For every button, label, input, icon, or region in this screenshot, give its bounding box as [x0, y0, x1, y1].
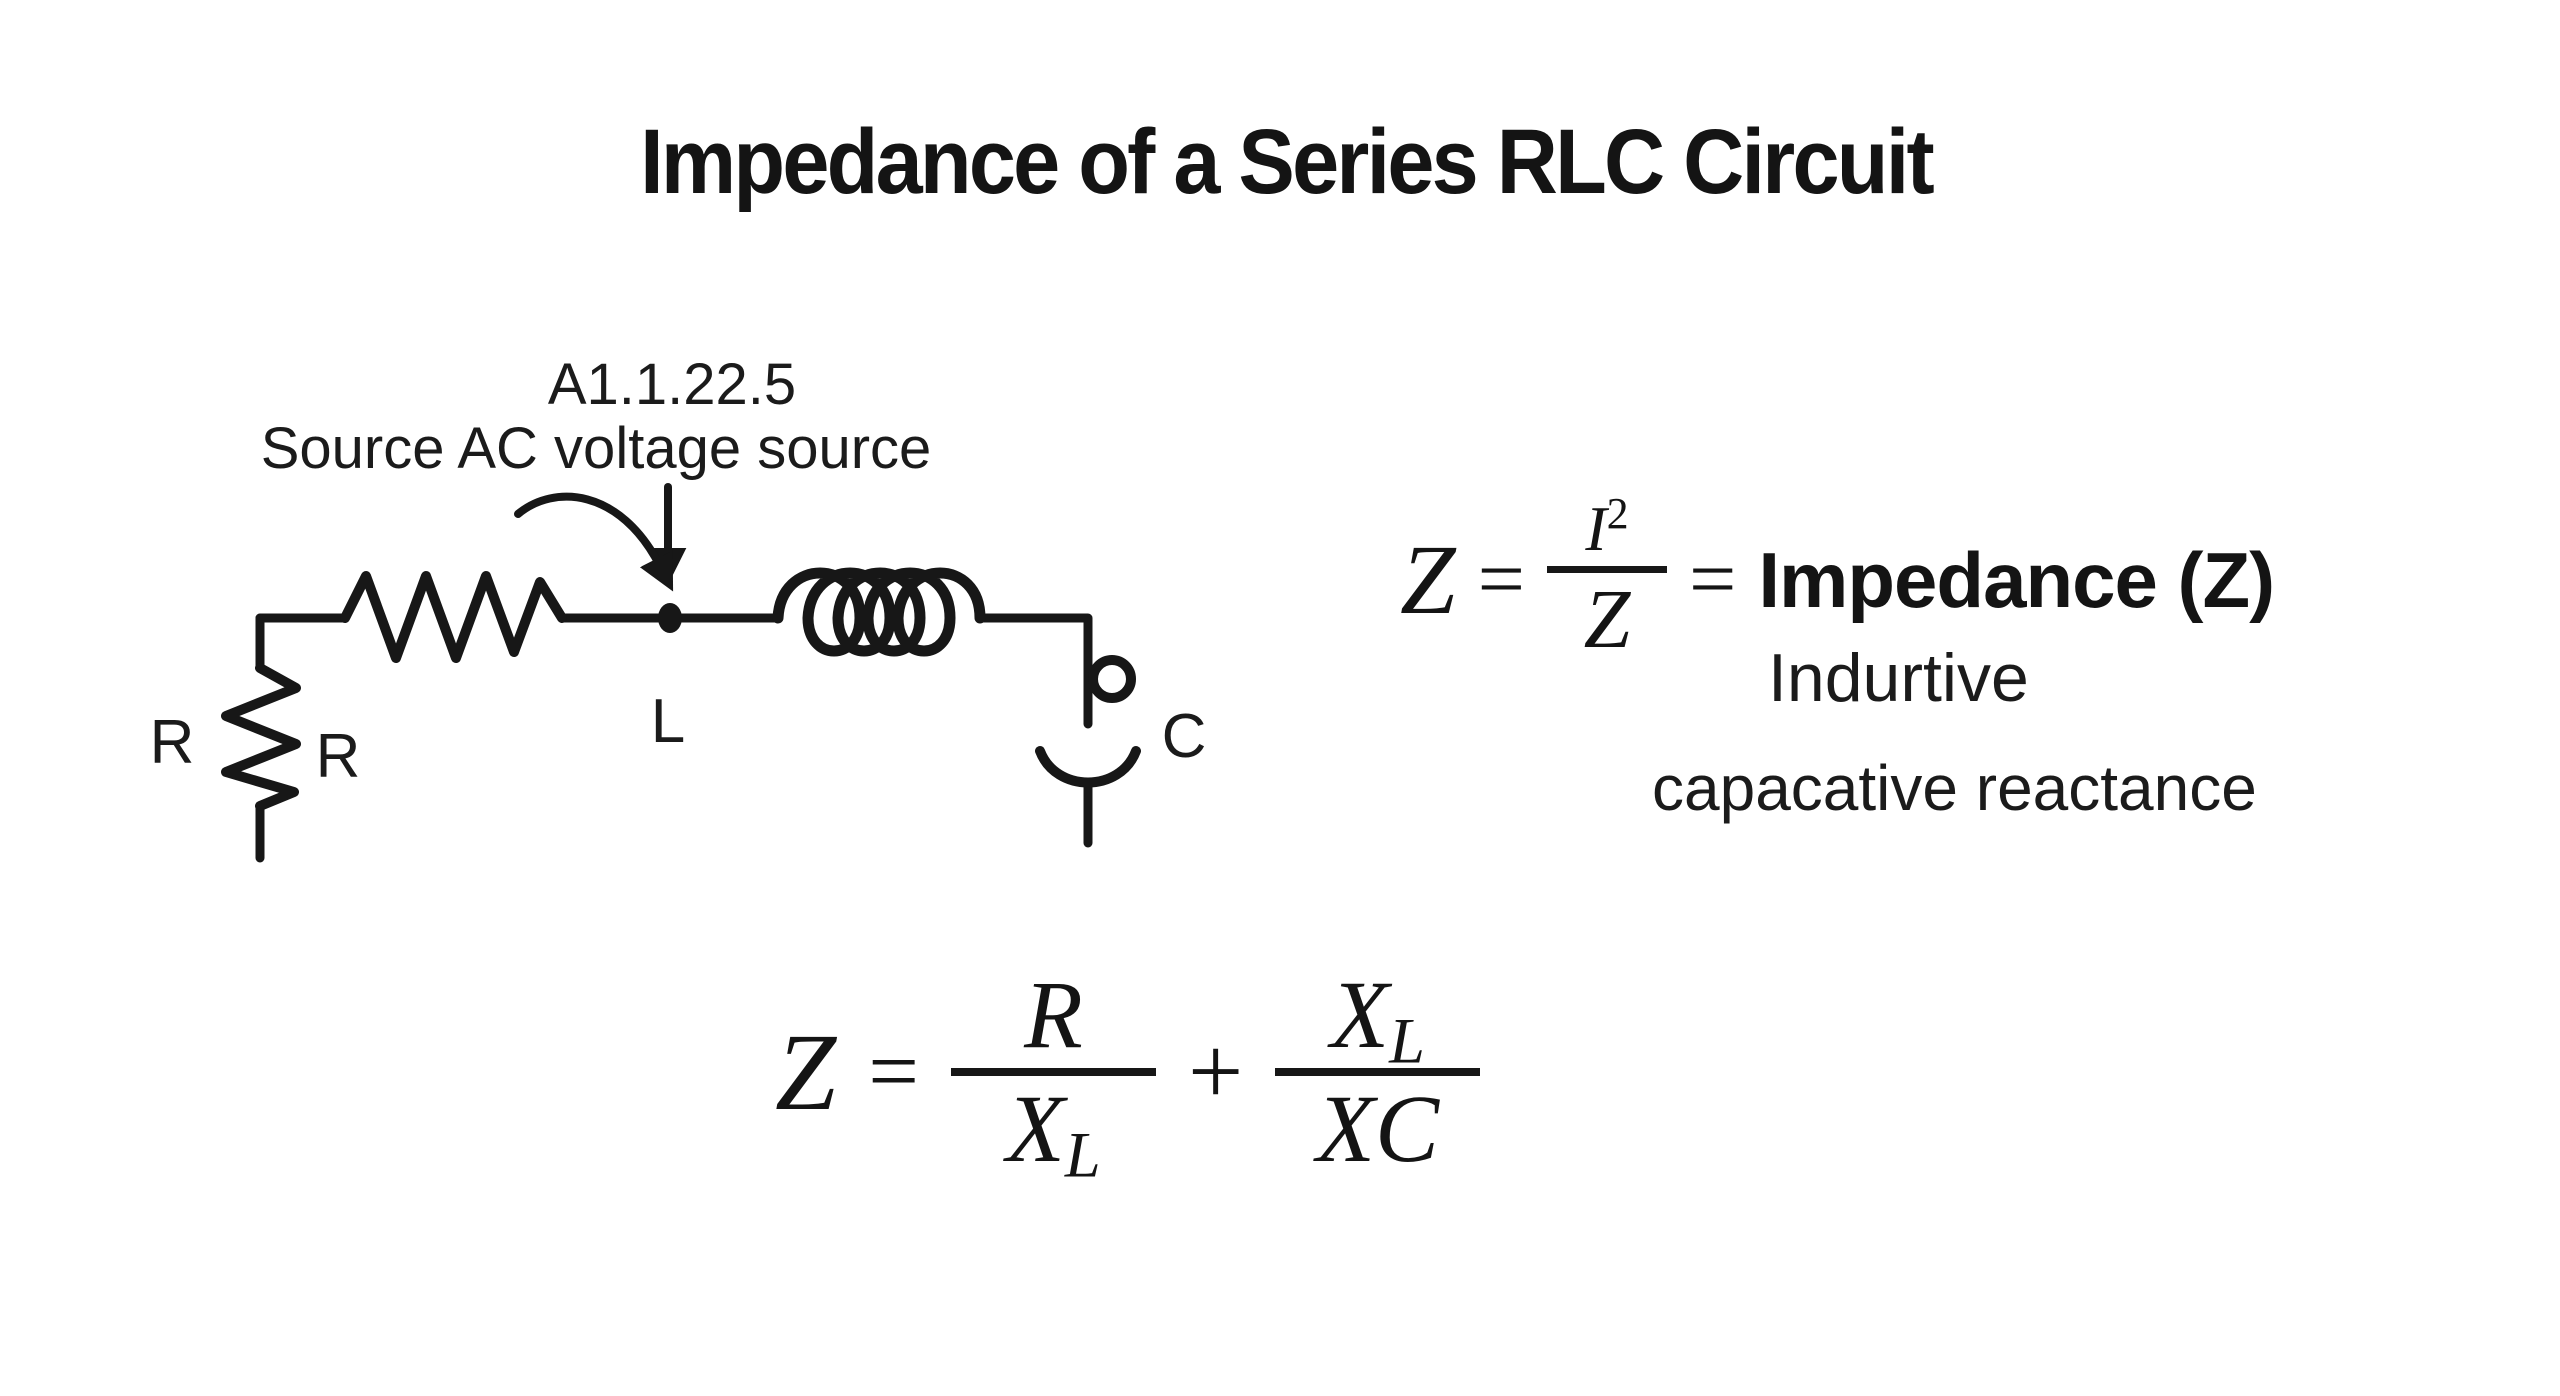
ground-symbol-right: [1041, 843, 1135, 875]
equals-sign: =: [868, 1022, 919, 1121]
fraction-bar: [950, 1068, 1156, 1076]
node-dot: [658, 603, 682, 633]
capacitor-bowl: [1035, 746, 1141, 788]
fraction-bar: [1275, 1068, 1481, 1076]
annotation-code: A1.1.22.5: [548, 352, 796, 417]
math-x: X: [1330, 961, 1390, 1068]
note-capacitive-reactance: capacative reactance: [1652, 752, 2257, 824]
resistor-symbol-shunt: [221, 663, 301, 811]
terminal-circle: [1088, 655, 1136, 703]
fraction-denominator: Z: [1583, 573, 1631, 666]
impedance-sum-formula: Z = R XL + XL XC: [775, 961, 1481, 1188]
annotation-label: Source AC voltage source: [261, 416, 932, 481]
impedance-definition-formula: Z = I2 Z = Impedance (Z): [1400, 492, 2275, 667]
resistor-symbol-series: [340, 571, 567, 663]
math-lhs-z: Z: [775, 1011, 837, 1133]
impedance-result-label: Impedance (Z): [1758, 535, 2275, 624]
math-x: X: [1006, 1075, 1065, 1182]
capacitor-symbol: [1035, 746, 1141, 788]
fraction-r-over-xl: R XL: [950, 961, 1156, 1188]
resistor-label-inner: R: [316, 722, 361, 791]
math-lhs-z: Z: [1400, 523, 1456, 635]
math-sub-l: L: [1064, 1119, 1101, 1191]
inductor-label: L: [651, 687, 685, 756]
capacitor-label: C: [1162, 702, 1207, 771]
math-sub-l: L: [1389, 1005, 1425, 1077]
ground-symbol-left: [213, 858, 307, 890]
page-title: Impedance of a Series RLC Circuit: [640, 111, 1935, 213]
fraction-numerator: I2: [1585, 492, 1628, 566]
equals-sign: =: [1477, 532, 1525, 626]
fraction-denominator: XC: [1316, 1075, 1440, 1182]
math-exponent-2: 2: [1606, 489, 1629, 538]
wire-inductor-to-corner: [975, 613, 1093, 729]
resistor-label-outer: R: [150, 708, 195, 777]
equals-sign: =: [1689, 532, 1737, 626]
fraction-i2-over-z: I2 Z: [1547, 492, 1667, 667]
plus-sign: +: [1187, 1018, 1244, 1126]
math-i: I: [1585, 493, 1607, 564]
fraction-numerator: XL: [1330, 961, 1425, 1074]
inductor-symbol: [772, 567, 986, 657]
note-inductive: Indurtive: [1768, 640, 2029, 716]
fraction-xl-over-xc: XL XC: [1275, 961, 1481, 1182]
fraction-denominator: XL: [1006, 1075, 1100, 1188]
pointer-arrow-curved: [514, 492, 674, 592]
fraction-bar: [1547, 566, 1667, 573]
fraction-numerator: R: [1024, 961, 1083, 1068]
